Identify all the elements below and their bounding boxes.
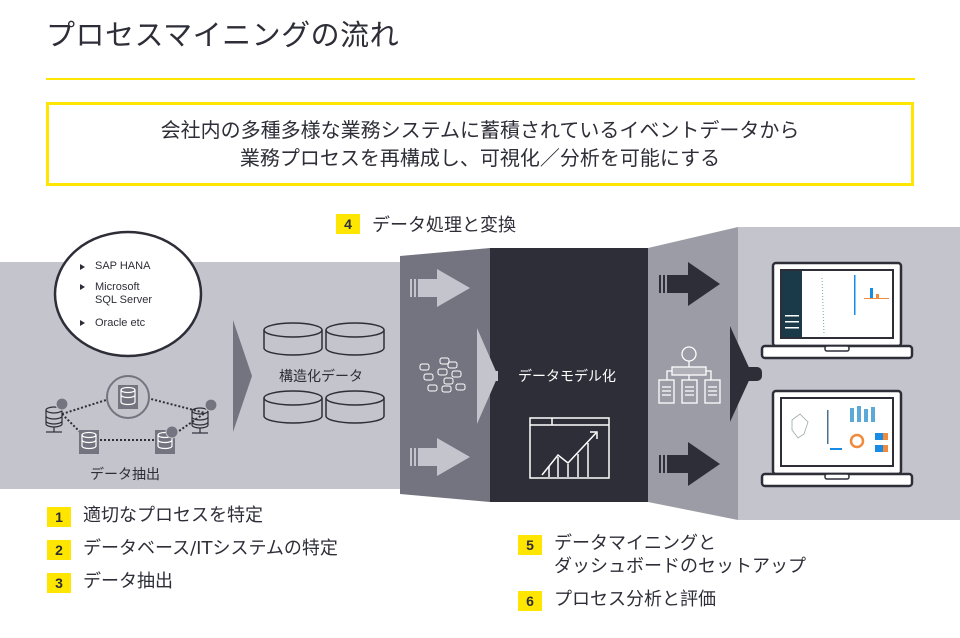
source-sap-hana: SAP HANA [95, 260, 151, 272]
step-5-label: データマイニングと [554, 533, 716, 554]
hierarchy-icon [658, 346, 721, 404]
database-icon [191, 398, 218, 434]
step-2-badge: 2 [47, 540, 71, 560]
laptop-dashboard-1 [760, 261, 914, 360]
step-5-label-2: ダッシュボードのセットアップ [554, 556, 806, 577]
arrow-icon [410, 269, 470, 307]
arrow-icon [410, 438, 470, 476]
extraction-label: データ抽出 [90, 467, 160, 483]
source-microsoft: Microsoft [95, 281, 140, 293]
bullet-icon [80, 284, 85, 290]
page-title: プロセスマイニングの流れ [46, 18, 400, 52]
step-1-label: 適切なプロセスを特定 [83, 505, 263, 526]
step-1-badge: 1 [47, 507, 71, 527]
title-divider [46, 78, 915, 80]
chevron-2-stem [488, 371, 498, 381]
summary-box: 会社内の多種多様な業務システムに蓄積されているイベントデータから 業務プロセスを… [46, 102, 914, 186]
data-cluster-icon [419, 357, 466, 393]
bullet-icon [80, 320, 85, 326]
step-3: 3 データ抽出 [47, 570, 338, 593]
step-1: 1 適切なプロセスを特定 [47, 504, 338, 527]
source-systems-bubble [53, 230, 203, 358]
arrow-icon [659, 442, 720, 486]
steps-left-list: 1 適切なプロセスを特定 2 データベース/ITシステムの特定 3 データ抽出 [47, 504, 338, 603]
step-6-label: プロセス分析と評価 [554, 589, 716, 610]
step-2: 2 データベース/ITシステムの特定 [47, 537, 338, 560]
step-3-badge: 3 [47, 573, 71, 593]
step-5: 5 データマイニングと ダッシュボードのセットアップ [518, 532, 806, 578]
step-6: 6 プロセス分析と評価 [518, 588, 806, 611]
summary-line-1: 会社内の多種多様な業務システムに蓄積されているイベントデータから [160, 118, 800, 142]
step-6-badge: 6 [518, 591, 542, 611]
database-icon [79, 430, 99, 454]
step-4: 4 データ処理と変換 [336, 211, 516, 237]
bullet-icon [80, 264, 85, 270]
step-5-badge: 5 [518, 535, 542, 555]
laptop-dashboard-2 [760, 389, 914, 488]
chevron-1 [233, 320, 252, 432]
database-icon [45, 397, 69, 433]
database-icon [118, 385, 138, 409]
step-5-label-wrap: データマイニングと ダッシュボードのセットアップ [554, 532, 806, 578]
arrow-icon [659, 262, 720, 306]
chevron-2 [477, 328, 498, 424]
structured-data-icon [263, 322, 385, 424]
database-icon [155, 425, 179, 454]
structured-data-label: 構造化データ [279, 369, 363, 385]
step-4-label: データ処理と変換 [372, 215, 516, 236]
chevron-3-stem [740, 367, 762, 381]
source-oracle: Oracle etc [95, 317, 146, 329]
step-3-label: データ抽出 [83, 571, 173, 592]
chart-window-icon [529, 417, 610, 479]
data-model-panel [490, 248, 648, 502]
summary-line-2: 業務プロセスを再構成し、可視化／分析を可能にする [239, 146, 721, 170]
step-2-label: データベース/ITシステムの特定 [83, 538, 338, 559]
step-4-badge: 4 [336, 214, 360, 234]
source-sql-server: SQL Server [95, 294, 153, 306]
data-model-label: データモデル化 [518, 369, 616, 385]
steps-right-list: 5 データマイニングと ダッシュボードのセットアップ 6 プロセス分析と評価 [518, 532, 806, 621]
